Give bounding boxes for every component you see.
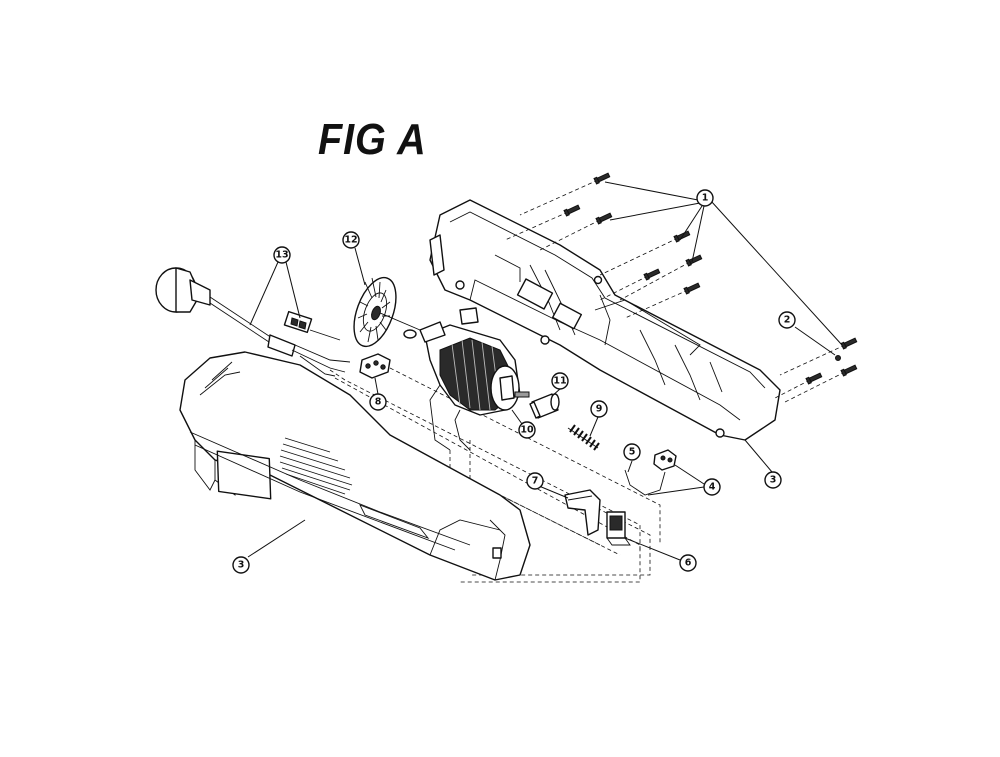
callout-5: 5: [623, 443, 641, 461]
cord-connector: [283, 310, 341, 341]
callout-3-front-housing: 3: [232, 556, 250, 574]
power-switch: [606, 511, 631, 546]
callout-3-label: 3: [238, 560, 245, 571]
brush-spring: [567, 424, 600, 451]
callout-6: 6: [679, 554, 697, 572]
switch-lever: [564, 489, 601, 536]
callout-6-label: 6: [685, 558, 692, 569]
callout-5-label: 5: [629, 447, 636, 458]
callout-7: 7: [526, 472, 544, 490]
housing-half-rear: [429, 199, 781, 441]
callout-1-label: 1: [702, 193, 709, 204]
callout-12-label: 12: [344, 235, 357, 246]
figure-title: FIG A: [318, 115, 427, 164]
vent-grille: [189, 431, 471, 551]
power-cord-assembly: [155, 267, 351, 377]
terminal-block: [359, 353, 391, 379]
callout-10-label: 10: [520, 425, 534, 436]
callout-11-label: 11: [553, 376, 566, 387]
leader-lines: [247, 181, 843, 561]
callout-9: 9: [590, 400, 608, 418]
screw-set: [504, 172, 858, 403]
callout-3-label: 3: [770, 475, 777, 486]
callout-2: 2: [778, 311, 796, 329]
callout-2-label: 2: [784, 315, 791, 326]
callout-4: 4: [703, 478, 721, 496]
callout-7-label: 7: [532, 476, 539, 487]
callout-12: 12: [342, 231, 360, 249]
callout-10: 10: [518, 421, 536, 439]
callout-4-label: 4: [709, 482, 716, 493]
callout-9-label: 9: [596, 404, 603, 415]
callout-8-label: 8: [375, 397, 382, 408]
carbon-brush: [529, 393, 560, 419]
motor: [403, 321, 530, 451]
callout-11: 11: [551, 372, 569, 390]
internal-wiring: [624, 449, 677, 496]
cooling-fan: [353, 276, 421, 348]
housing-half-front: [179, 351, 531, 581]
callout-8: 8: [369, 393, 387, 411]
callout-3-rear-housing: 3: [764, 471, 782, 489]
callout-13-label: 13: [275, 250, 288, 261]
callout-1: 1: [696, 189, 714, 207]
callout-13: 13: [273, 246, 291, 264]
